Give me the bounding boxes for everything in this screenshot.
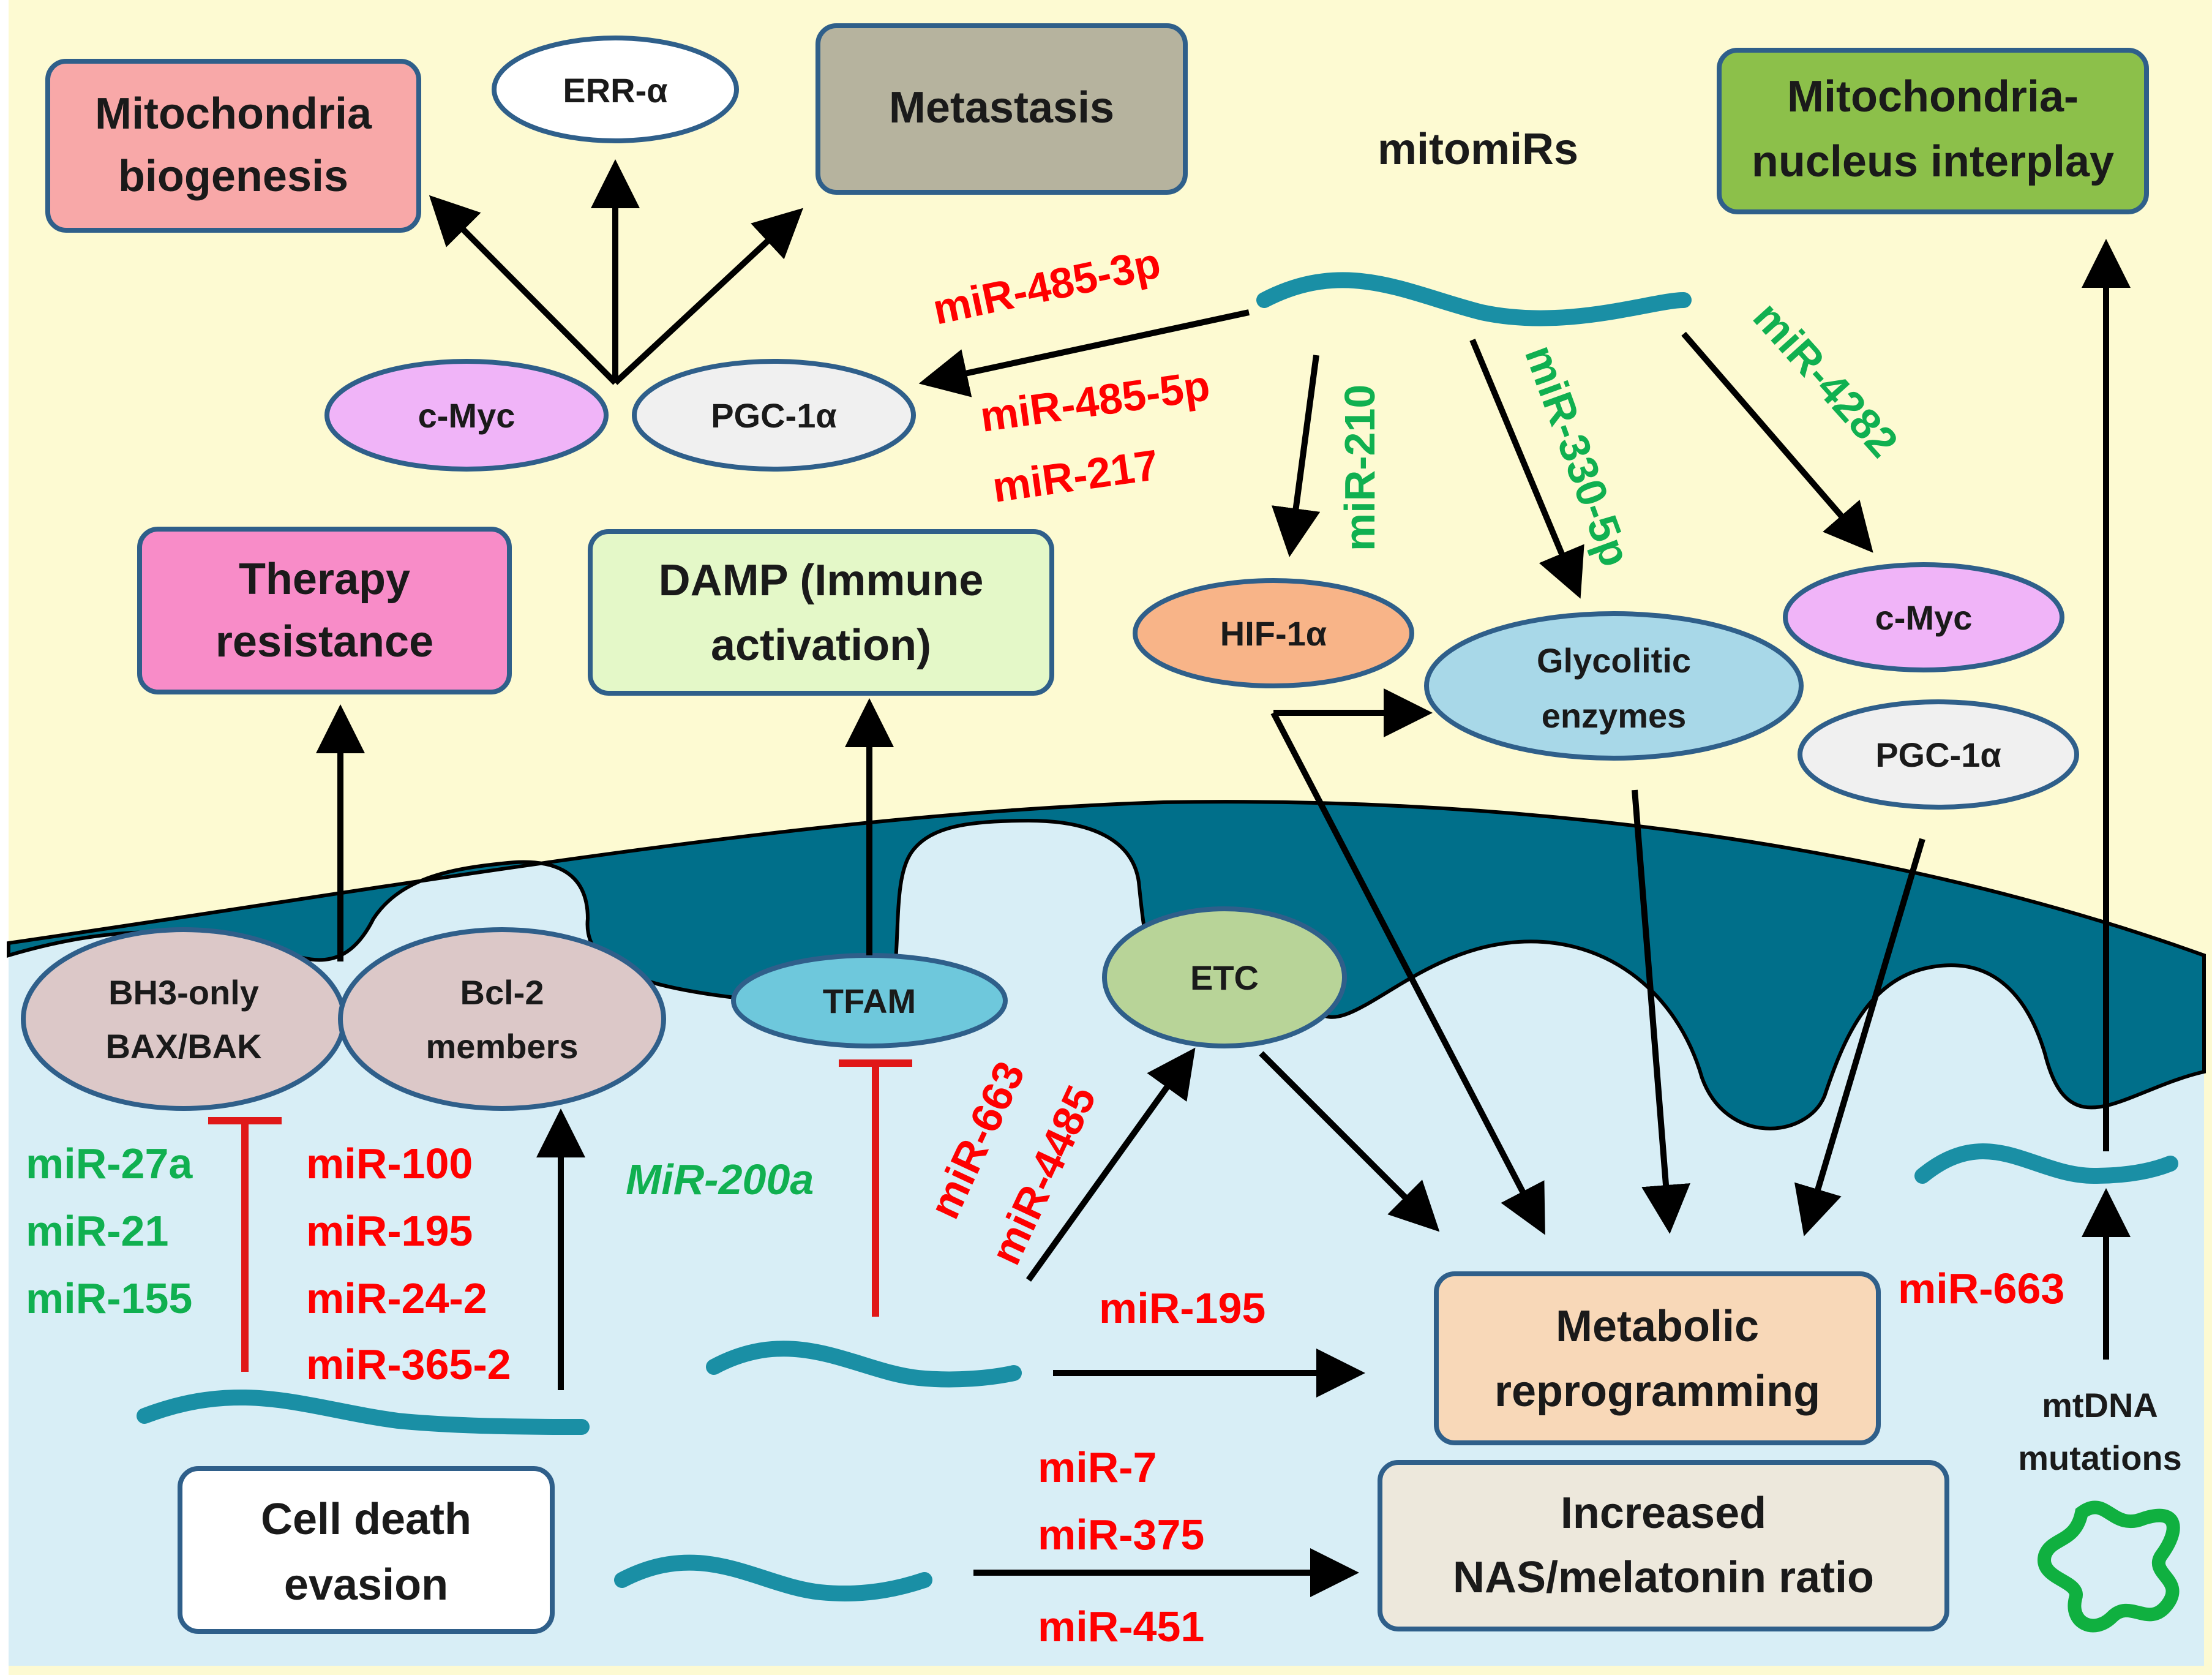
nas-line2: NAS/melatonin ratio — [1453, 1553, 1874, 1602]
mirna-451: miR-451 — [1038, 1603, 1204, 1650]
metastasis-label: Metastasis — [889, 83, 1114, 132]
err-alpha-label: ERR-α — [563, 71, 667, 110]
therapy-resistance-box: Therapy resistance — [137, 527, 512, 694]
mito-nucleus-line2: nucleus interplay — [1752, 137, 2114, 186]
mirna-195-left: miR-195 — [306, 1207, 473, 1255]
mtdna-line2: mutations — [2018, 1439, 2182, 1477]
metastasis-box: Metastasis — [815, 23, 1188, 195]
cmyc-right-label: c-Myc — [1875, 598, 1973, 637]
mirna-663-right: miR-663 — [1898, 1265, 2064, 1312]
bcl2-line2: members — [426, 1027, 578, 1066]
metabolic-reprogramming-box: Metabolic reprogramming — [1434, 1271, 1881, 1445]
pgc-top-label: PGC-1α — [711, 396, 837, 435]
mitomir-strand-right — [1914, 1143, 2178, 1184]
etc-to-metabolic-arrow — [1259, 1051, 1440, 1232]
mirna-200a: MiR-200a — [626, 1156, 814, 1203]
mtdna-line1: mtDNA — [2042, 1386, 2158, 1424]
tfam-oval: TFAM — [731, 953, 1008, 1048]
pgc-right-oval: PGC-1α — [1798, 699, 2079, 810]
bcl2-line1: Bcl-2 — [460, 973, 544, 1012]
mirna-100: miR-100 — [306, 1140, 473, 1187]
etc-arrow — [1025, 1047, 1196, 1282]
metabolic-line1: Metabolic — [1556, 1302, 1759, 1351]
mitomir-arrows — [918, 309, 1873, 599]
mitomir-strand-top — [1256, 272, 1692, 326]
nas-melatonin-box: Increased NAS/melatonin ratio — [1378, 1460, 1949, 1631]
metabolic-line2: reprogramming — [1494, 1367, 1820, 1416]
mirna-21: miR-21 — [26, 1207, 168, 1255]
pgc-top-oval: PGC-1α — [632, 359, 916, 472]
cmyc-right-oval: c-Myc — [1783, 562, 2064, 672]
mitomir-strand-left — [137, 1390, 590, 1435]
bh3-line2: BAX/BAK — [105, 1027, 261, 1066]
frame-left — [0, 0, 9, 1675]
glycolytic-line2: enzymes — [1542, 696, 1687, 735]
etc-oval: ETC — [1102, 906, 1347, 1048]
tfam-label: TFAM — [823, 982, 916, 1020]
mirna-365-2: miR-365-2 — [306, 1341, 511, 1388]
bh3-line1: BH3-only — [108, 973, 259, 1012]
mirna-210: miR-210 — [1336, 385, 1384, 551]
therapy-line2: resistance — [216, 617, 433, 666]
mirna-7: miR-7 — [1038, 1443, 1157, 1491]
glycolytic-line1: Glycolitic — [1537, 641, 1691, 680]
damp-line2: activation) — [711, 621, 931, 670]
mirna-195-mid: miR-195 — [1099, 1284, 1265, 1332]
pgc-right-label: PGC-1α — [1875, 736, 2001, 774]
damp-line1: DAMP (Immune — [659, 556, 984, 605]
bh3-oval: BH3-only BAX/BAK — [21, 927, 347, 1111]
cell-death-evasion-box: Cell death evasion — [178, 1466, 555, 1634]
mirna-24-2: miR-24-2 — [306, 1274, 487, 1322]
damp-box: DAMP (Immune activation) — [588, 529, 1054, 696]
cell-death-line2: evasion — [284, 1560, 448, 1609]
mito-biogenesis-line1: Mitochondria — [95, 89, 372, 138]
therapy-line1: Therapy — [239, 555, 410, 604]
mirna-27a: miR-27a — [26, 1140, 193, 1187]
mirna-375: miR-375 — [1038, 1511, 1204, 1559]
mitomirs-label: mitomiRs — [1378, 125, 1578, 174]
mitochondria-biogenesis-box: Mitochondria biogenesis — [45, 59, 421, 233]
cmyc-top-label: c-Myc — [418, 396, 516, 435]
err-alpha-oval: ERR-α — [492, 36, 739, 143]
hub-arrows — [429, 159, 803, 385]
mito-nucleus-interplay-box: Mitochondria- nucleus interplay — [1717, 48, 2149, 214]
inhibition-bars — [208, 1059, 912, 1372]
glycolytic-oval: Glycolitic enzymes — [1424, 611, 1804, 761]
mitochondrial-membrane — [7, 800, 2206, 1131]
mito-biogenesis-line2: biogenesis — [118, 152, 348, 201]
bcl2-oval: Bcl-2 members — [338, 927, 666, 1111]
hif-oval: HIF-1α — [1133, 578, 1414, 688]
mitomir-strand-mid — [706, 1341, 1022, 1388]
hif-label: HIF-1α — [1220, 614, 1327, 653]
mirna-155: miR-155 — [26, 1274, 192, 1322]
mutation-star-icon — [2038, 1500, 2180, 1633]
etc-label: ETC — [1190, 958, 1259, 997]
cell-death-line1: Cell death — [261, 1495, 471, 1544]
nas-line1: Increased — [1561, 1489, 1766, 1538]
hif-arrows — [1270, 688, 1925, 1236]
mitomir-strand-bottom — [614, 1554, 932, 1601]
mito-nucleus-line1: Mitochondria- — [1787, 72, 2079, 121]
cmyc-top-oval: c-Myc — [324, 359, 609, 472]
